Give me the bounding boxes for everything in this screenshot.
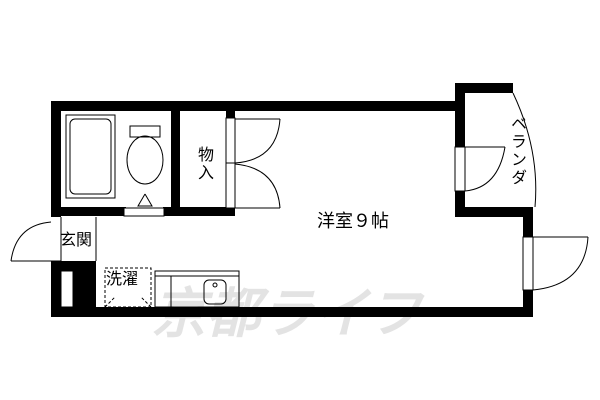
right-door[interactable] (522, 236, 589, 291)
laundry-space (104, 267, 152, 308)
balcony-door[interactable] (454, 146, 506, 192)
balcony-edge (512, 92, 537, 208)
bath-door-opening[interactable] (123, 207, 165, 217)
main-room-label: 洋室９帖 (317, 211, 389, 232)
shoe-box (60, 270, 74, 308)
laundry-label: 洗濯 (106, 269, 139, 288)
toilet-icon (126, 125, 164, 207)
bathtub-icon (65, 114, 116, 199)
entrance-label: 玄関 (60, 230, 93, 249)
kitchen-sink-icon (154, 270, 240, 308)
storage-doors[interactable] (225, 117, 281, 209)
entrance-door[interactable] (10, 217, 97, 262)
balcony-label: ベランダ (508, 115, 527, 187)
storage-label: 物入 (195, 146, 214, 182)
